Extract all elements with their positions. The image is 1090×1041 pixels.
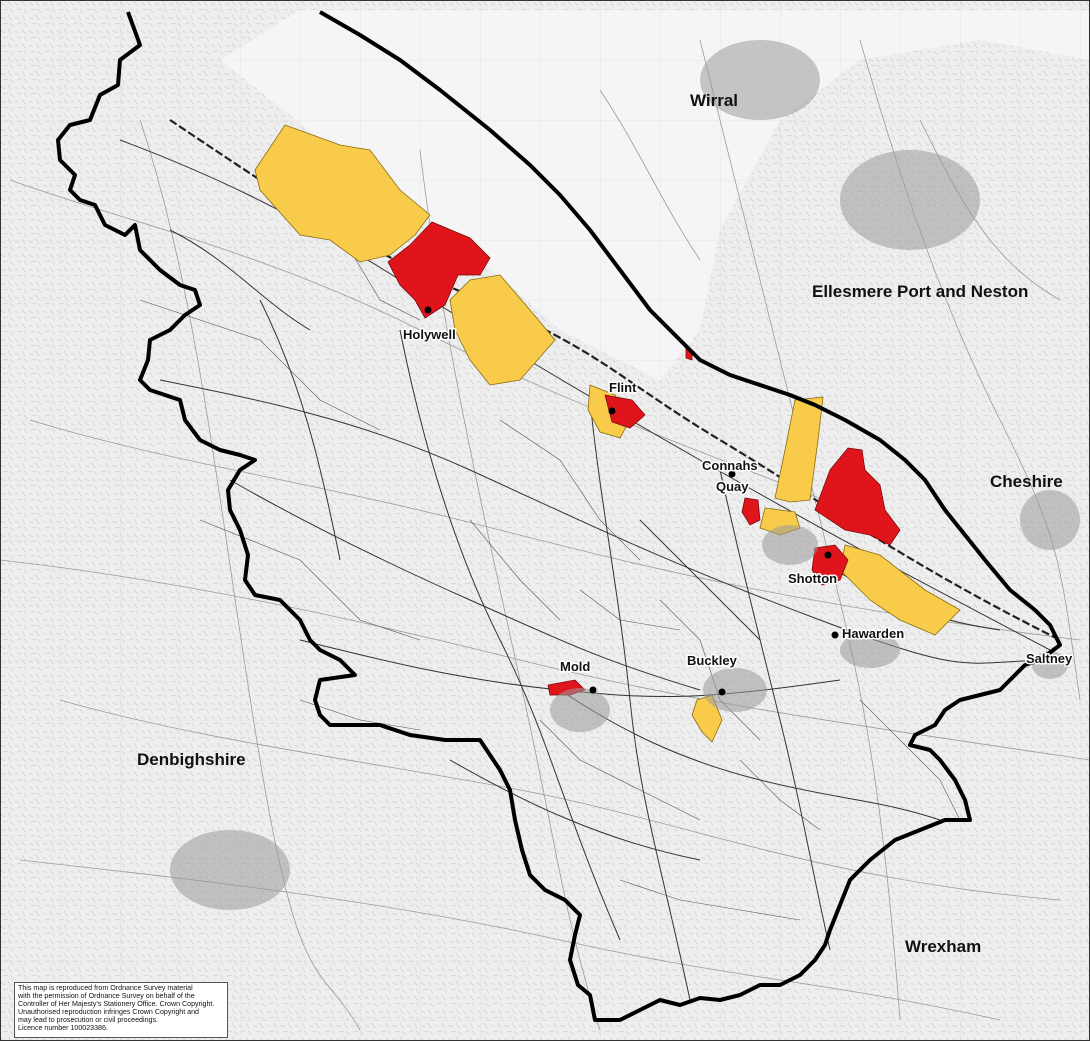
town-marker-hawarden bbox=[831, 631, 839, 639]
copyright-line: Licence number 100023386. bbox=[18, 1023, 108, 1032]
town-marker-buckley bbox=[718, 688, 726, 696]
copyright-line: may lead to prosecution or civil proceed… bbox=[18, 1015, 158, 1024]
minor-roads bbox=[139, 249, 961, 921]
town-label-buckley: Buckley bbox=[687, 653, 738, 668]
zone-yellow-greenfield bbox=[254, 124, 431, 263]
zone-red-connahs bbox=[741, 497, 761, 526]
town-marker-holywell bbox=[424, 306, 432, 314]
copyright-line: with the permission of Ordnance Survey o… bbox=[18, 991, 195, 1000]
zone-red-shotton bbox=[811, 544, 849, 586]
town-label-mold: Mold bbox=[560, 659, 590, 674]
town-label-connahs: Connahs bbox=[702, 458, 758, 473]
zone-red-greenfield bbox=[387, 221, 491, 319]
town-marker-connahs-quay bbox=[728, 470, 736, 478]
town-marker-flint bbox=[608, 407, 616, 415]
town-label-quay: Quay bbox=[716, 479, 749, 494]
region-label-ellesmere-port: Ellesmere Port and Neston bbox=[812, 282, 1028, 301]
copyright-notice: This map is reproduced from Ordnance Sur… bbox=[14, 982, 228, 1038]
county-boundary bbox=[56, 10, 1062, 1022]
copyright-line: Unauthorised reproduction infringes Crow… bbox=[18, 1007, 199, 1016]
red-zones bbox=[387, 221, 901, 696]
town-label-shotton: Shotton bbox=[788, 571, 837, 586]
town-marker-shotton bbox=[824, 551, 832, 559]
region-label-wirral: Wirral bbox=[690, 91, 738, 110]
region-label-cheshire: Cheshire bbox=[990, 472, 1063, 491]
region-label-denbighshire: Denbighshire bbox=[137, 750, 246, 769]
town-label-holywell: Holywell bbox=[403, 327, 456, 342]
town-label-flint: Flint bbox=[609, 380, 637, 395]
zone-yellow-holywell bbox=[449, 274, 556, 386]
town-label-saltney: Saltney bbox=[1026, 651, 1073, 666]
yellow-zones bbox=[254, 124, 961, 743]
zone-yellow-deeside bbox=[839, 544, 961, 636]
town-markers bbox=[424, 306, 839, 696]
urban-areas bbox=[170, 40, 1080, 910]
copyright-line: Controller of Her Majesty's Stationery O… bbox=[18, 999, 215, 1008]
town-marker-mold bbox=[589, 686, 597, 694]
region-label-wrexham: Wrexham bbox=[905, 937, 981, 956]
zone-red-deeside-park bbox=[814, 447, 901, 546]
zone-red-flint bbox=[604, 394, 646, 429]
copyright-line: This map is reproduced from Ordnance Sur… bbox=[18, 984, 193, 992]
zone-yellow-riverside bbox=[774, 396, 824, 503]
town-label-hawarden: Hawarden bbox=[842, 626, 904, 641]
